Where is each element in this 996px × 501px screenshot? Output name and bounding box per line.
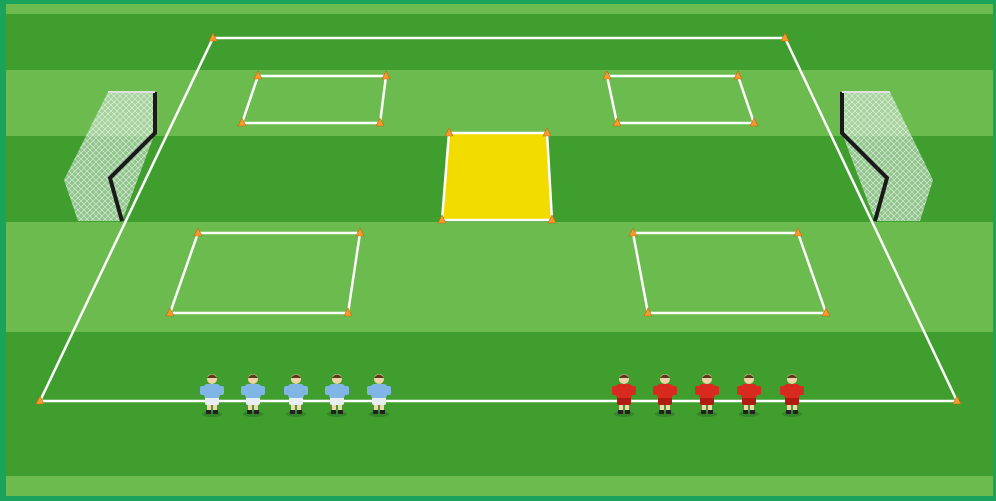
center-highlight-zone [442, 133, 552, 220]
grass-stripes [6, 4, 993, 496]
